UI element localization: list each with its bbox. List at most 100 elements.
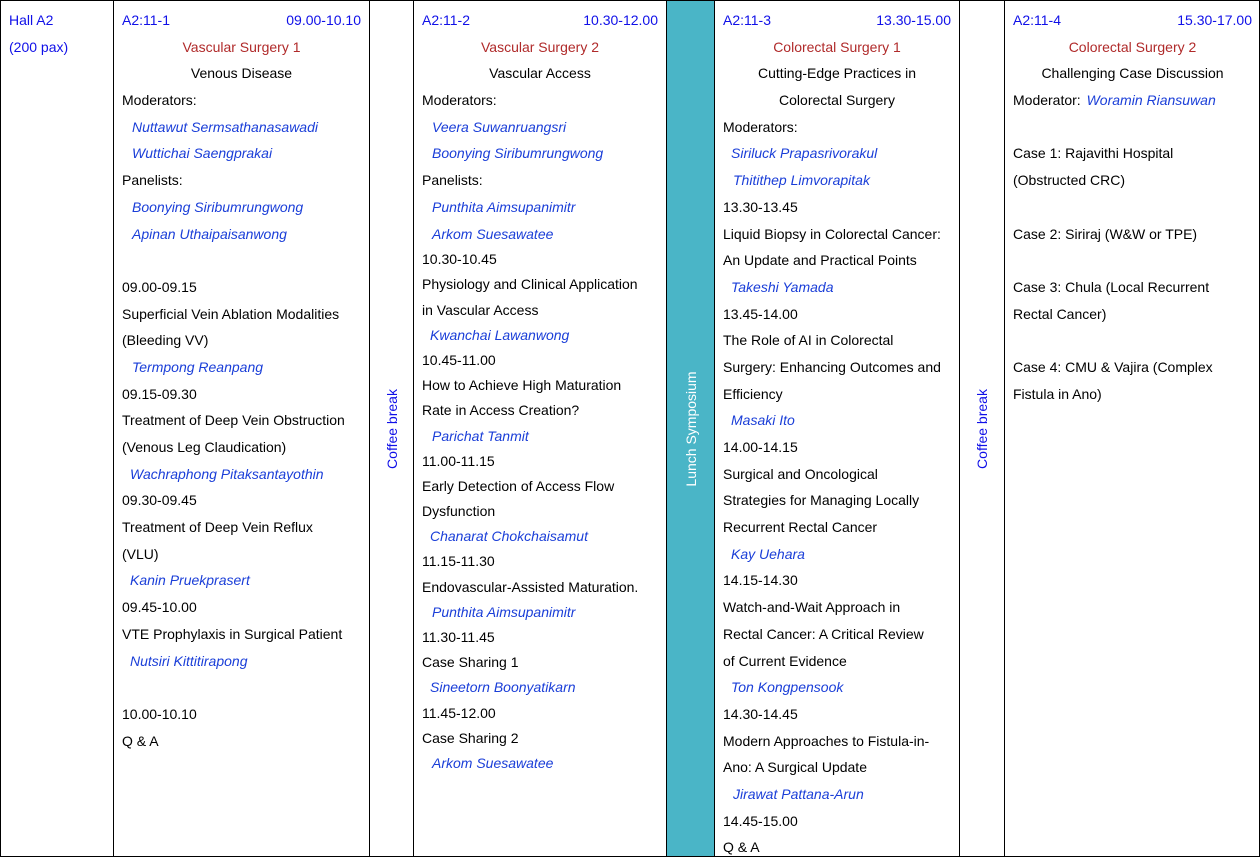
- talk-time: 09.15-09.30: [122, 385, 197, 402]
- session-header: A2:11-4 15.30-17.00: [1013, 7, 1252, 34]
- moderator-name: Thitithep Limvorapitak: [733, 172, 870, 189]
- speaker-name: Punthita Aimsupanimitr: [432, 603, 576, 620]
- talk-title-cont: (Bleeding VV): [122, 332, 209, 349]
- panelist-name: Apinan Uthaipaisanwong: [132, 225, 287, 242]
- talk-title-cont: Ano: A Surgical Update: [723, 759, 867, 776]
- talk-title-cont: (Venous Leg Claudication): [122, 439, 287, 455]
- session-header: A2:11-1 09.00-10.10: [122, 7, 361, 34]
- talk-title-cont: Strategies for Managing Locally: [723, 492, 920, 509]
- talk-time: 14.15-14.30: [723, 572, 798, 589]
- panelist-name: Boonying Siribumrungwong: [132, 198, 304, 215]
- talk-title: Endovascular-Assisted Maturation.: [422, 578, 639, 595]
- speaker-name: Ton Kongpensook: [731, 679, 844, 696]
- talk-title-cont: of Current Evidence: [723, 652, 847, 669]
- talk-title: Treatment of Deep Vein Reflux: [122, 519, 313, 536]
- talk-title: Liquid Biopsy in Colorectal Cancer:: [723, 225, 941, 242]
- talk-time: 11.00-11.15: [422, 452, 495, 469]
- moderators-label: Moderators:: [122, 92, 197, 109]
- session-subtitle: Vascular Access: [489, 65, 591, 82]
- talk-title: Physiology and Clinical Application: [422, 276, 638, 293]
- moderator-name: Nuttawut Sermsathanasawadi: [132, 118, 318, 135]
- moderator-row: Moderator: Woramin Riansuwan: [1013, 87, 1252, 114]
- case-title: Case 3: Chula (Local Recurrent: [1013, 278, 1210, 295]
- session-code: A2:11-1: [122, 12, 170, 28]
- coffee-break-column: Coffee break: [370, 1, 414, 856]
- talk-title-cont: Dysfunction: [422, 503, 496, 520]
- speaker-name: Nutsiri Kittitirapong: [130, 652, 248, 669]
- session-a2-11-4: A2:11-4 15.30-17.00 Colorectal Surgery 2…: [1005, 1, 1260, 856]
- speaker-name: Kwanchai Lawanwong: [430, 326, 570, 343]
- case-title-cont: Fistula in Ano): [1013, 385, 1102, 402]
- coffee-break-column: Coffee break: [960, 1, 1005, 856]
- talk-time: 10.30-10.45: [422, 251, 497, 268]
- case-title-cont: (Obstructed CRC): [1013, 172, 1126, 189]
- talk-time: 10.00-10.10: [122, 705, 197, 722]
- speaker-name: Kay Uehara: [731, 545, 805, 562]
- session-a2-11-2: A2:11-2 10.30-12.00 Vascular Surgery 2 V…: [414, 1, 667, 856]
- lunch-symposium-label: Lunch Symposium: [682, 370, 699, 487]
- talk-time: 10.45-11.00: [422, 351, 496, 368]
- talk-time: 14.45-15.00: [723, 812, 798, 829]
- talk-title: Surgical and Oncological: [723, 465, 878, 482]
- moderators-label: Moderators:: [723, 118, 798, 135]
- talk-title-cont: Efficiency: [723, 385, 783, 402]
- session-subtitle-cont: Colorectal Surgery: [779, 92, 895, 109]
- session-subtitle: Cutting-Edge Practices in: [758, 65, 916, 82]
- case-title: Case 1: Rajavithi Hospital: [1013, 145, 1174, 162]
- session-a2-11-1: A2:11-1 09.00-10.10 Vascular Surgery 1 V…: [114, 1, 370, 856]
- talk-title: Watch-and-Wait Approach in: [723, 599, 901, 616]
- session-title: Vascular Surgery 2: [480, 38, 599, 55]
- talk-title-cont: (VLU): [122, 545, 159, 562]
- talk-time: 09.30-09.45: [122, 492, 197, 509]
- session-code: A2:11-4: [1013, 12, 1061, 28]
- session-title: Colorectal Surgery 2: [1068, 38, 1197, 55]
- session-time: 10.30-12.00: [583, 12, 658, 28]
- talk-title: Q & A: [122, 732, 159, 749]
- moderator-name: Wuttichai Saengprakai: [132, 145, 273, 162]
- case-title-cont: Rectal Cancer): [1013, 305, 1107, 322]
- talk-title: Early Detection of Access Flow: [422, 477, 615, 494]
- spacer: [1013, 114, 1252, 141]
- spacer: [122, 674, 361, 701]
- panelists-label: Panelists:: [122, 172, 183, 189]
- speaker-name: Jirawat Pattana-Arun: [733, 785, 864, 802]
- speaker-name: Wachraphong Pitaksantayothin: [130, 465, 324, 482]
- session-code: A2:11-2: [422, 12, 470, 28]
- talk-title-cont: An Update and Practical Points: [723, 252, 917, 269]
- talk-title: Case Sharing 2: [422, 729, 519, 746]
- talk-title: The Role of AI in Colorectal: [723, 332, 894, 349]
- moderator-name: Veera Suwanruangsri: [432, 118, 567, 135]
- session-header: A2:11-3 13.30-15.00: [723, 7, 951, 34]
- session-time: 09.00-10.10: [286, 12, 361, 28]
- spacer: [1013, 194, 1252, 221]
- talk-time: 14.30-14.45: [723, 705, 798, 722]
- spacer: [122, 247, 361, 274]
- talk-title-cont: Rectal Cancer: A Critical Review: [723, 625, 924, 642]
- talk-title: Q & A: [723, 839, 760, 856]
- talk-title: Treatment of Deep Vein Obstruction: [122, 412, 345, 429]
- talk-title: Modern Approaches to Fistula-in-: [723, 732, 930, 749]
- session-a2-11-3: A2:11-3 13.30-15.00 Colorectal Surgery 1…: [715, 1, 960, 856]
- talk-title: VTE Prophylaxis in Surgical Patient: [122, 625, 343, 642]
- session-subtitle: Challenging Case Discussion: [1041, 65, 1224, 82]
- coffee-break-label: Coffee break: [383, 388, 400, 469]
- moderator-name: Siriluck Prapasrivorakul: [731, 145, 878, 162]
- talk-title: Case Sharing 1: [422, 654, 519, 671]
- speaker-name: Arkom Suesawatee: [432, 754, 554, 771]
- talk-time: 09.00-09.15: [122, 278, 197, 295]
- hall-column: Hall A2 (200 pax): [1, 1, 114, 856]
- talk-time: 13.45-14.00: [723, 305, 798, 322]
- hall-name: Hall A2: [9, 12, 54, 28]
- session-title: Vascular Surgery 1: [182, 38, 301, 55]
- session-title: Colorectal Surgery 1: [773, 38, 901, 55]
- session-code: A2:11-3: [723, 12, 771, 28]
- talk-title: How to Achieve High Maturation: [422, 377, 622, 394]
- panelists-label: Panelists:: [422, 172, 483, 189]
- panelist-name: Arkom Suesawatee: [432, 225, 554, 242]
- spacer: [1013, 247, 1252, 274]
- talk-time: 09.45-10.00: [122, 599, 197, 616]
- hall-capacity: (200 pax): [9, 38, 69, 55]
- talk-time: 11.45-12.00: [422, 704, 496, 721]
- session-subtitle: Venous Disease: [190, 65, 293, 82]
